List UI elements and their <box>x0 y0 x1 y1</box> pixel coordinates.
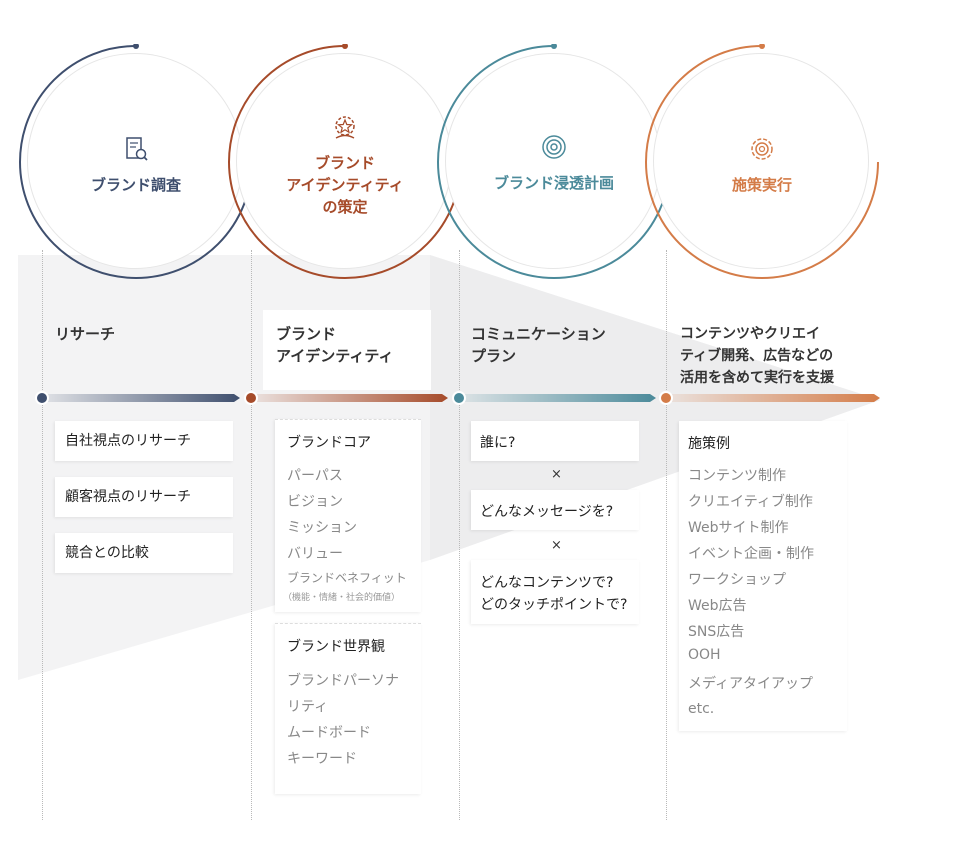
brand-core-card: ブランドコア パーパス ビジョン ミッション バリュー ブランドベネフィット （… <box>275 419 421 612</box>
plan-touchpoint-text: どのタッチポイントで? <box>480 597 628 613</box>
column-heading-research: リサーチ <box>55 325 116 343</box>
arrow-plan <box>459 394 656 402</box>
brand-core-item: ブランドベネフィット <box>287 571 407 585</box>
gear-icon <box>751 138 773 160</box>
step-title-plan: ブランド浸透計画 <box>493 174 614 192</box>
research-item-3: 競合との比較 <box>55 533 233 573</box>
guide-line-1 <box>42 250 43 820</box>
step-circle-identity: ブランド アイデンティティ の策定 <box>227 44 463 280</box>
timeline-dot-identity <box>244 391 258 405</box>
guide-line-2 <box>251 250 252 820</box>
execution-item: Web広告 <box>688 598 747 614</box>
arrow-research <box>42 394 240 402</box>
research-item-2: 顧客視点のリサーチ <box>55 477 233 517</box>
execution-item: コンテンツ制作 <box>688 468 786 484</box>
step-circle-research: ブランド調査 <box>18 44 254 280</box>
plan-message-box: どんなメッセージを? <box>471 490 639 530</box>
guide-line-4 <box>666 250 667 820</box>
research-item-1: 自社視点のリサーチ <box>55 421 233 461</box>
identity-heading-panel <box>263 310 431 390</box>
plan-who-box: 誰に? <box>471 421 639 461</box>
plan-content-text: どんなコンテンツで? <box>480 575 614 591</box>
plan-message-text: どんなメッセージを? <box>480 504 614 520</box>
execution-title: 施策例 <box>688 436 730 452</box>
timeline-dot-plan <box>452 391 466 405</box>
brand-core-item: ビジョン <box>287 494 343 510</box>
brand-world-item: キーワード <box>287 751 357 767</box>
target-icon <box>542 135 566 159</box>
brand-core-note: （機能・情緒・社会的価値） <box>283 593 401 603</box>
execution-item: OOH <box>688 647 721 663</box>
brand-world-item: ブランドパーソナ <box>287 673 399 689</box>
brand-world-item: ムードボード <box>287 725 371 741</box>
timeline-arrows <box>35 391 880 405</box>
times-symbol-2: × <box>551 538 562 553</box>
plan-content-box: どんなコンテンツで? どのタッチポイントで? <box>471 560 639 624</box>
brand-world-title: ブランド世界観 <box>287 639 385 655</box>
execution-item: ワークショップ <box>688 572 786 588</box>
step-circle-execution: 施策実行 <box>644 44 880 280</box>
execution-item: Webサイト制作 <box>688 520 789 536</box>
arrow-execution <box>666 394 880 402</box>
brand-core-item: パーパス <box>287 468 343 484</box>
step-title-execution: 施策実行 <box>731 176 792 194</box>
star-badge-icon <box>335 116 355 139</box>
column-heading-execution: コンテンツやクリエイ ティブ開発、広告などの 活用を含めて実行を支援 <box>680 326 834 386</box>
step-title-identity: ブランド アイデンティティ の策定 <box>286 154 404 216</box>
guide-line-3 <box>459 250 460 820</box>
execution-examples-card: 施策例 コンテンツ制作 クリエイティブ制作 Webサイト制作 イベント企画・制作… <box>679 421 847 731</box>
brand-core-item: ミッション <box>287 520 357 536</box>
timeline-dot-research <box>35 391 49 405</box>
brand-core-item: バリュー <box>287 546 343 562</box>
column-heading-identity: ブランド アイデンティティ <box>276 325 394 365</box>
brand-core-title: ブランドコア <box>287 435 371 451</box>
brand-world-card: ブランド世界観 ブランドパーソナ リティ ムードボード キーワード <box>275 623 421 794</box>
timeline-dot-execution <box>659 391 673 405</box>
execution-item: メディアタイアップ <box>688 676 814 692</box>
arrow-identity <box>251 394 448 402</box>
execution-item: イベント企画・制作 <box>688 546 814 562</box>
times-symbol-1: × <box>551 467 562 482</box>
execution-item: etc. <box>688 701 715 717</box>
research-document-icon <box>126 137 148 161</box>
plan-who-text: 誰に? <box>480 435 516 451</box>
execution-item: SNS広告 <box>688 624 745 640</box>
column-heading-plan: コミュニケーション プラン <box>471 325 606 365</box>
execution-item: クリエイティブ制作 <box>688 494 813 510</box>
brand-world-item: リティ <box>287 699 329 715</box>
step-circle-plan: ブランド浸透計画 <box>436 44 672 280</box>
step-title-research: ブランド調査 <box>90 176 181 194</box>
